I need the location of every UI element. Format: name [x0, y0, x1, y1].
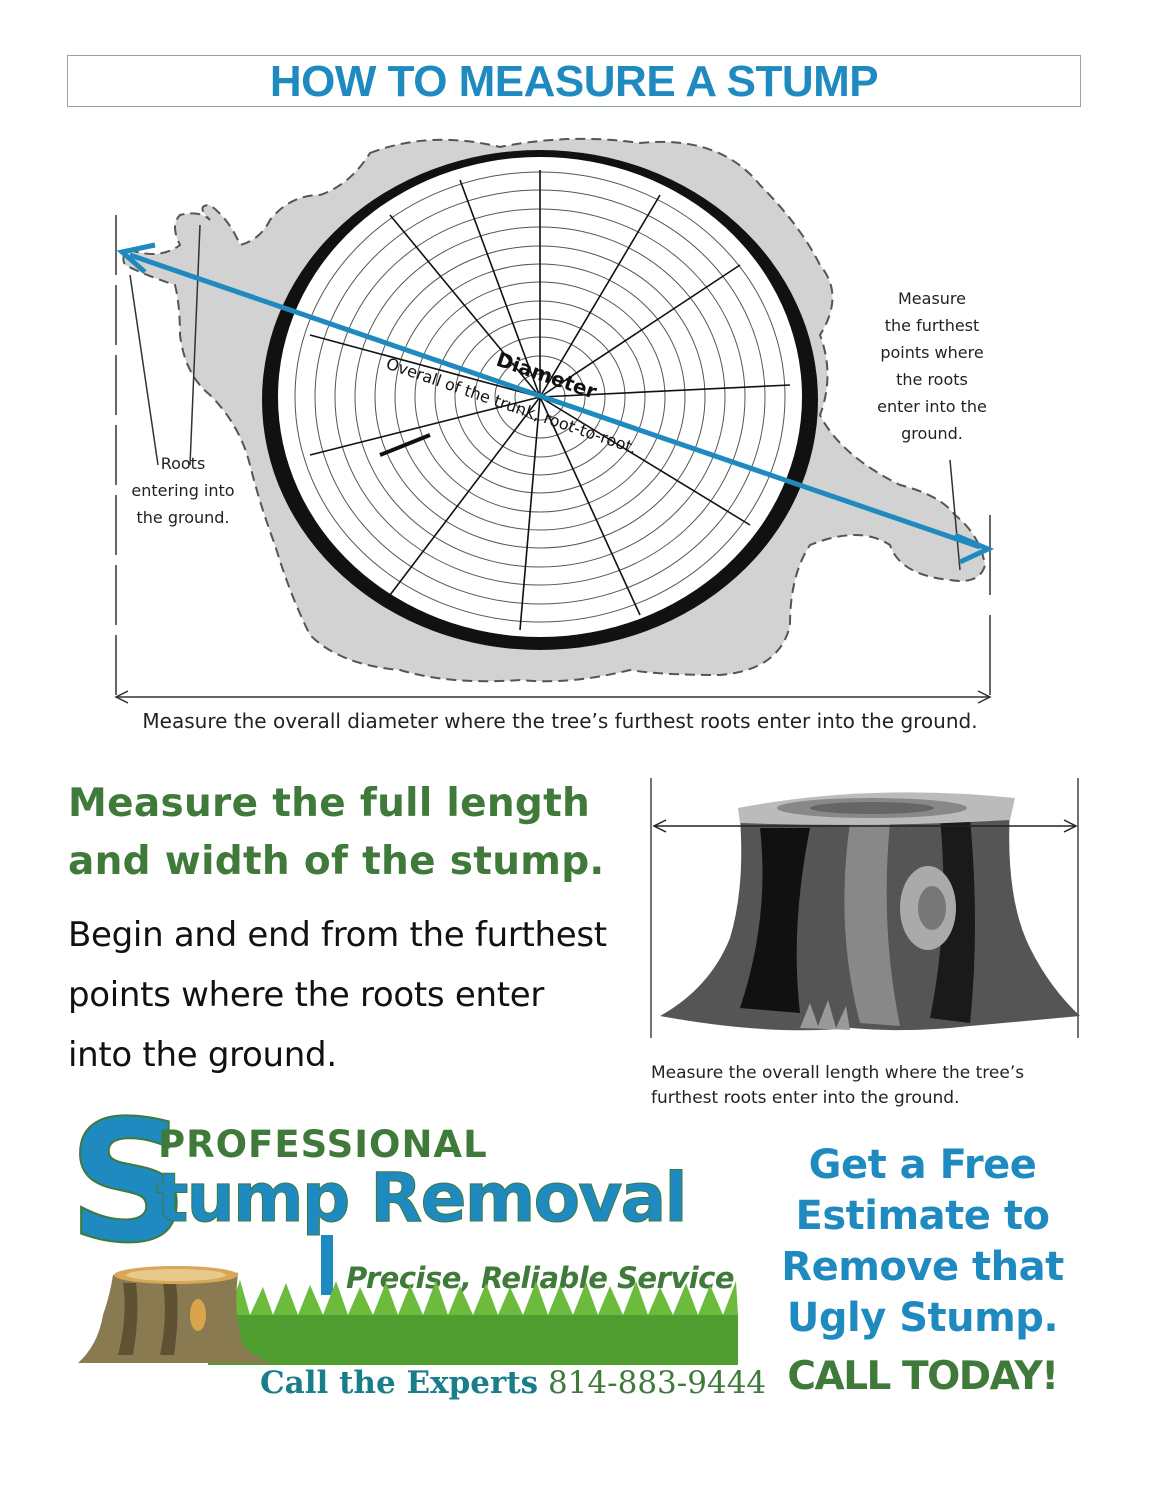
diameter-caption: Measure the overall diameter where the t…	[142, 709, 978, 733]
stump-caption: Measure the overall length where the tre…	[651, 1063, 1025, 1108]
free-estimate-cta: Get a Free Estimate to Remove that Ugly …	[760, 1140, 1085, 1406]
measure-callout: Measure the furthest points where the ro…	[877, 289, 987, 443]
call-today-text: CALL TODAY!	[787, 1354, 1059, 1399]
stump-grass-illustration	[78, 1266, 738, 1365]
measure-heading: Measure the full length and width of the…	[68, 781, 605, 884]
page-title: HOW TO MEASURE A STUMP	[269, 57, 879, 106]
logo-accent-bar	[321, 1235, 333, 1295]
logo-big-s: S	[67, 1084, 190, 1280]
stump-side-illustration	[650, 778, 1080, 1038]
logo-professional: PROFESSIONAL	[158, 1123, 488, 1166]
call-experts-text: Call the Experts	[260, 1365, 539, 1401]
measure-instructions: Begin and end from the furthest points w…	[68, 915, 607, 1075]
phone-number[interactable]: 814-883-9444	[547, 1365, 767, 1401]
stump-diameter-diagram: Diameter Overall of the trunk, root-to-r…	[100, 125, 1020, 735]
logo-phone-line: Call the Experts 814-883-9444	[260, 1365, 766, 1401]
tree-rings-illustration: Diameter Overall of the trunk, root-to-r…	[114, 137, 995, 705]
logo-company-name: tump Removal	[156, 1159, 689, 1239]
roots-callout: Roots entering into the ground.	[131, 454, 235, 527]
title-banner: HOW TO MEASURE A STUMP	[67, 55, 1081, 107]
company-logo: S PROFESSIONAL tump Removal Precise, Rel…	[67, 1097, 766, 1415]
